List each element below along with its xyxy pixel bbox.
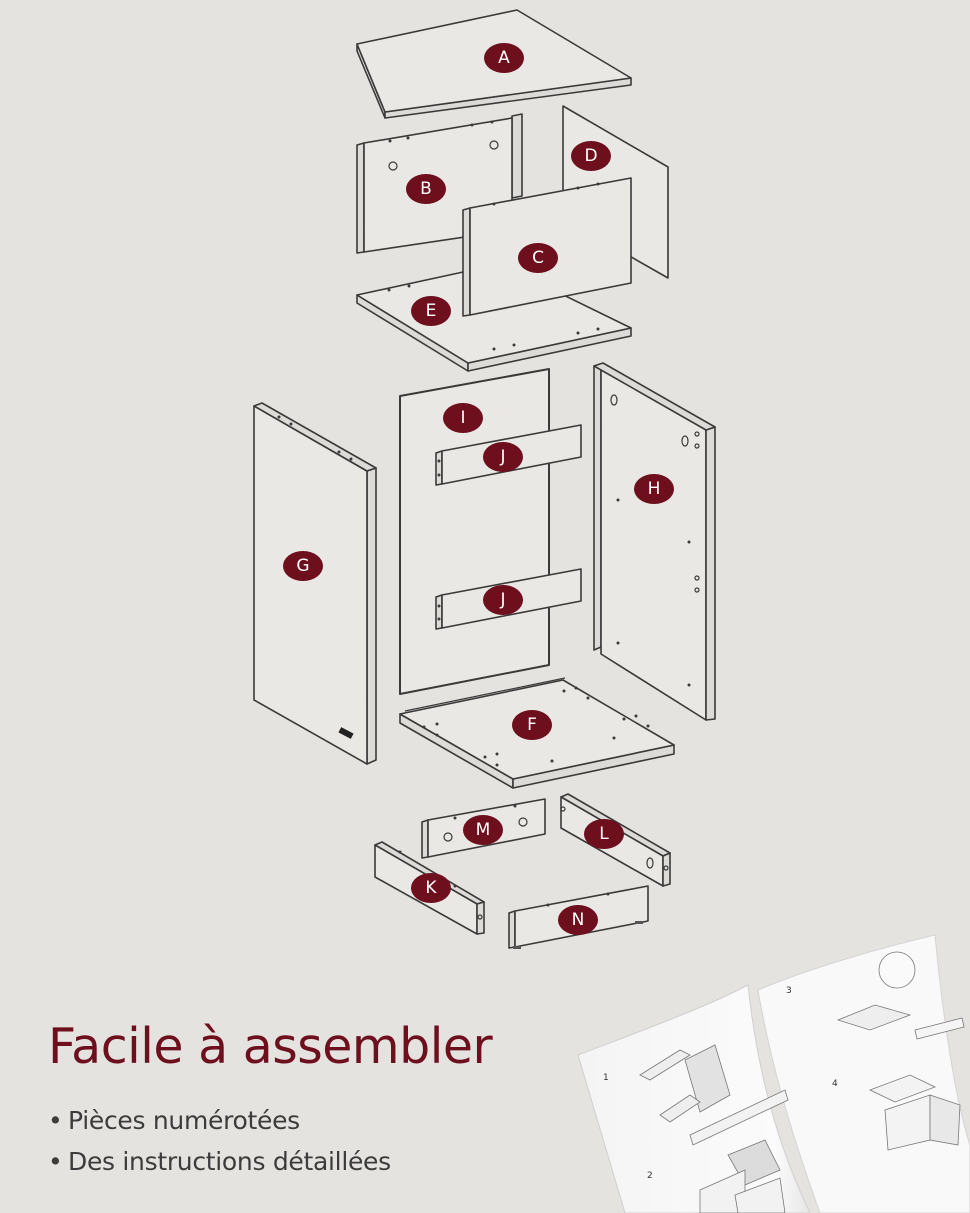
brand-label — [338, 727, 354, 739]
svg-text:L: L — [599, 824, 609, 844]
step-number: 2 — [647, 1171, 653, 1181]
bullet-icon: • — [48, 1147, 63, 1176]
svg-text:A: A — [498, 48, 510, 68]
svg-text:J: J — [499, 447, 505, 467]
badge-l: L — [584, 819, 624, 849]
part-j-crossbar-upper: J — [435, 424, 582, 486]
bullet-icon: • — [48, 1106, 63, 1135]
feature-item: •Des instructions détaillées — [48, 1141, 391, 1182]
exploded-assembly-diagram: A D B — [253, 9, 716, 949]
step-number: 4 — [832, 1079, 838, 1089]
part-j-crossbar-lower: J — [435, 568, 582, 630]
badge-j-lower: J — [483, 585, 523, 615]
badge-i: I — [443, 403, 483, 433]
part-e-drawer-bottom: E — [356, 263, 632, 372]
badge-h: H — [634, 474, 674, 504]
badge-c: C — [518, 243, 558, 273]
svg-text:E: E — [426, 301, 437, 321]
badge-b: B — [406, 174, 446, 204]
svg-text:G: G — [296, 556, 309, 576]
svg-text:K: K — [425, 878, 437, 898]
part-k-base-rail-left: K — [374, 841, 485, 935]
badge-d: D — [571, 141, 611, 171]
instruction-manual-image: 1 2 3 4 — [577, 934, 970, 1213]
part-n-base-rail-front: N — [508, 885, 649, 949]
part-f-bottom-panel: F — [399, 677, 675, 789]
step-number: 1 — [603, 1073, 609, 1083]
svg-text:B: B — [420, 179, 432, 199]
badge-n: N — [558, 905, 598, 935]
badge-m: M — [463, 815, 503, 845]
step-number: 3 — [786, 986, 792, 996]
badge-e: E — [411, 296, 451, 326]
part-c-front-drawer-panel: C — [462, 177, 632, 317]
badge-g: G — [283, 551, 323, 581]
feature-list: •Pièces numérotées •Des instructions dét… — [48, 1100, 391, 1182]
badge-k: K — [411, 873, 451, 903]
part-l-base-rail-right: L — [560, 793, 671, 887]
svg-text:M: M — [476, 820, 491, 840]
part-h-right-side-panel: H — [593, 362, 716, 721]
svg-text:N: N — [572, 910, 585, 930]
svg-text:C: C — [532, 248, 544, 268]
svg-text:I: I — [460, 408, 465, 428]
svg-text:D: D — [584, 146, 597, 166]
badge-f: F — [512, 710, 552, 740]
part-m-base-rail-back: M — [421, 798, 546, 859]
part-a-top-panel: A — [356, 9, 632, 119]
svg-text:J: J — [499, 590, 505, 610]
part-g-left-side-panel: G — [253, 402, 377, 765]
part-i-back-panel: I — [399, 368, 550, 695]
svg-text:F: F — [527, 715, 537, 735]
badge-j-upper: J — [483, 442, 523, 472]
headline: Facile à assembler — [48, 1018, 493, 1075]
feature-item: •Pièces numérotées — [48, 1100, 391, 1141]
badge-a: A — [484, 43, 524, 73]
svg-text:H: H — [648, 479, 661, 499]
